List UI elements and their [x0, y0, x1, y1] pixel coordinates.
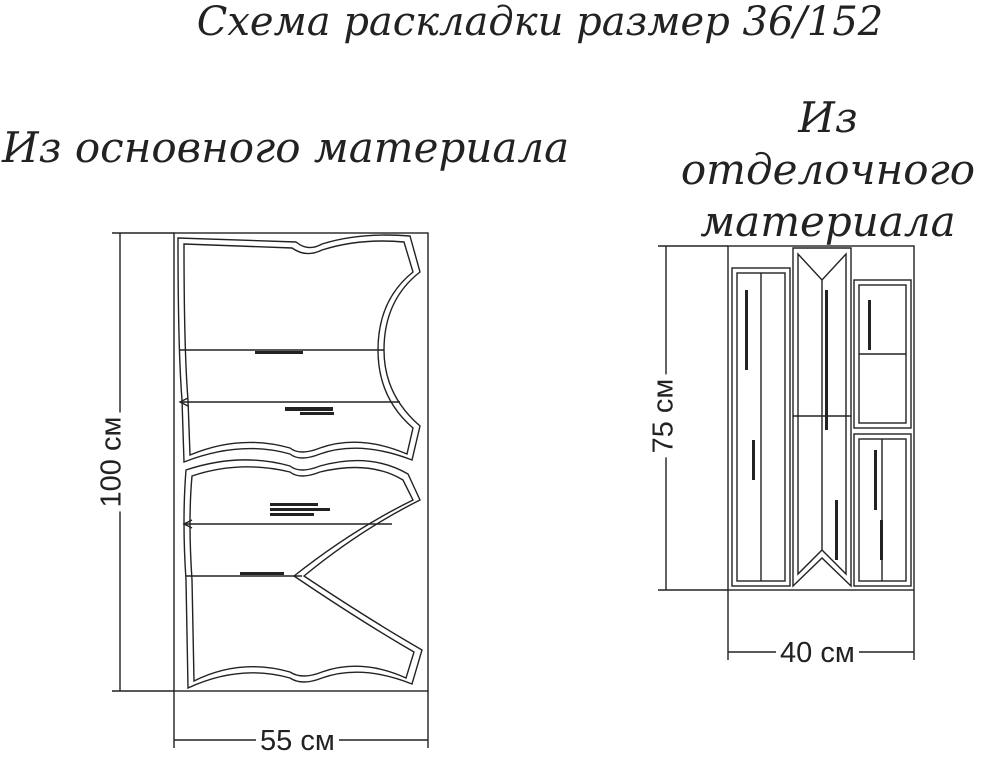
trim-pocket-piece-1: [853, 279, 912, 429]
main-fabric-outline: [173, 232, 429, 692]
trim-pocket-piece-2: [853, 433, 912, 587]
main-width-label: 55 см: [256, 725, 339, 757]
front-pattern-piece: [182, 459, 423, 690]
diagram-title: Схема раскладки размер 36/152: [196, 0, 884, 45]
trim-height-label: 75 см: [647, 374, 680, 458]
trim-strip-piece-1: [731, 267, 791, 587]
trim-collar-piece: [792, 247, 852, 588]
back-pattern-piece: [177, 234, 421, 464]
piece-annotation-marks: [240, 290, 883, 575]
trim-width-label: 40 см: [776, 637, 859, 669]
trim-material-heading: Из отделочного материала: [680, 93, 976, 246]
main-height-label: 100 см: [95, 412, 128, 512]
trim-fabric-outline: [727, 245, 915, 591]
main-material-heading: Из основного материала: [2, 123, 570, 172]
